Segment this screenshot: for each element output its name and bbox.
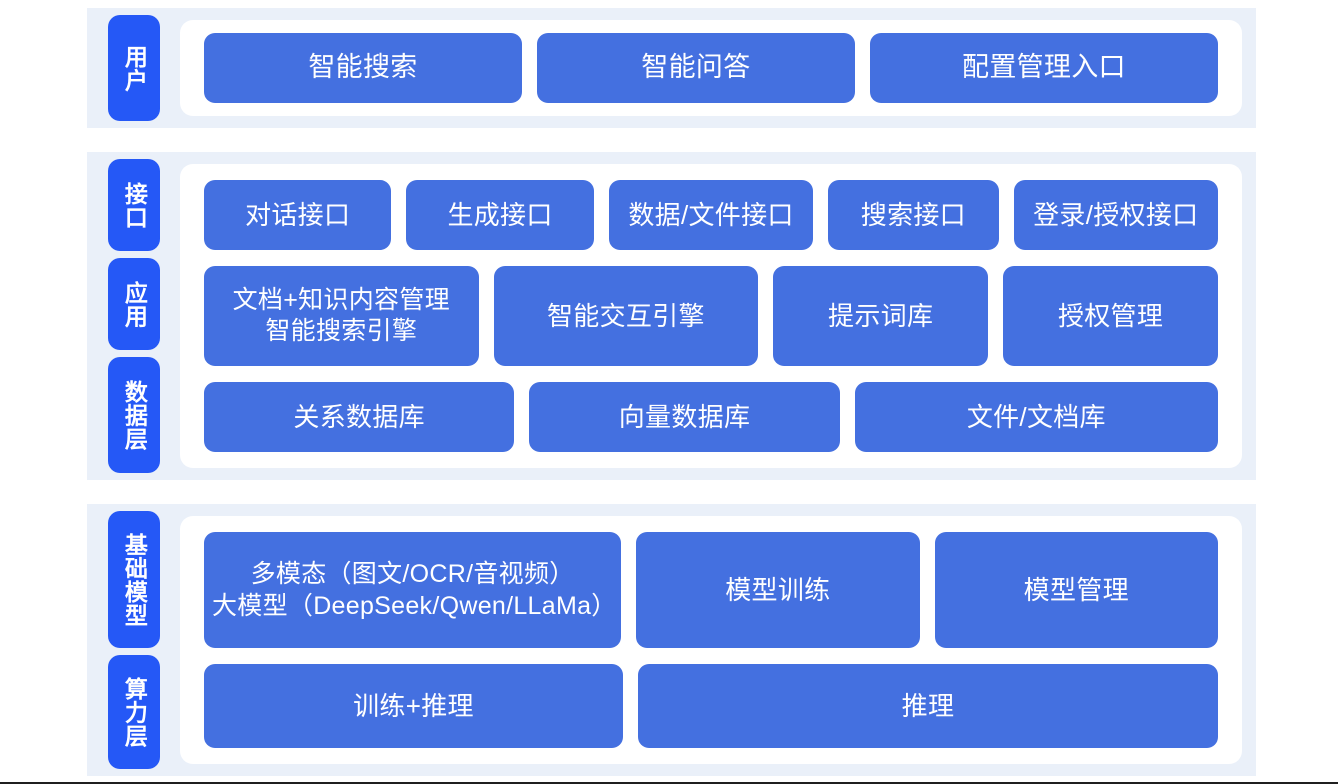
layer-label-interface: 接口 xyxy=(107,159,160,252)
box-dialog-api[interactable]: 对话接口 xyxy=(204,180,392,251)
section-middle-label-column: 接口 应用 数据层 xyxy=(87,152,180,480)
box-search-api[interactable]: 搜索接口 xyxy=(828,180,999,251)
layer-label-application: 应用 xyxy=(107,258,160,351)
box-data-file-api[interactable]: 数据/文件接口 xyxy=(608,180,814,251)
section-base-card: 多模态（图文/OCR/音视频） 大模型（DeepSeek/Qwen/LLaMa）… xyxy=(180,516,1242,764)
page-bottom-rule xyxy=(0,782,1338,784)
box-multimodal-large-model[interactable]: 多模态（图文/OCR/音视频） 大模型（DeepSeek/Qwen/LLaMa） xyxy=(204,532,622,648)
box-intelligent-interaction-engine[interactable]: 智能交互引擎 xyxy=(493,266,759,366)
box-model-management[interactable]: 模型管理 xyxy=(934,532,1218,648)
section-user-label-column: 用户 xyxy=(87,8,180,128)
box-prompt-library[interactable]: 提示词库 xyxy=(773,266,989,366)
box-model-training[interactable]: 模型训练 xyxy=(636,532,920,648)
section-user-card: 智能搜索 智能问答 配置管理入口 xyxy=(180,20,1242,116)
model-row: 多模态（图文/OCR/音视频） 大模型（DeepSeek/Qwen/LLaMa）… xyxy=(204,532,1218,648)
box-relational-database[interactable]: 关系数据库 xyxy=(204,381,515,452)
box-file-document-store[interactable]: 文件/文档库 xyxy=(854,381,1219,452)
box-training-plus-inference[interactable]: 训练+推理 xyxy=(204,663,623,749)
section-base: 基础模型 算力层 多模态（图文/OCR/音视频） 大模型（DeepSeek/Qw… xyxy=(87,504,1256,776)
box-authorization-management[interactable]: 授权管理 xyxy=(1003,266,1219,366)
layer-label-user: 用户 xyxy=(107,15,160,121)
layer-label-compute: 算力层 xyxy=(107,655,160,769)
box-doc-knowledge-management[interactable]: 文档+知识内容管理 智能搜索引擎 xyxy=(204,266,479,366)
box-config-management-entry[interactable]: 配置管理入口 xyxy=(869,33,1218,103)
application-row: 文档+知识内容管理 智能搜索引擎 智能交互引擎 提示词库 授权管理 xyxy=(204,266,1219,366)
data-row: 关系数据库 向量数据库 文件/文档库 xyxy=(204,381,1219,452)
interface-row: 对话接口 生成接口 数据/文件接口 搜索接口 登录/授权接口 xyxy=(204,180,1219,251)
box-intelligent-qa[interactable]: 智能问答 xyxy=(536,33,855,103)
section-middle-card: 对话接口 生成接口 数据/文件接口 搜索接口 登录/授权接口 文档+知识内容管理… xyxy=(180,164,1242,468)
compute-row: 训练+推理 推理 xyxy=(204,663,1218,749)
section-middle: 接口 应用 数据层 对话接口 生成接口 数据/文件接口 搜索接口 登录/授权接口… xyxy=(87,152,1256,480)
box-login-auth-api[interactable]: 登录/授权接口 xyxy=(1013,180,1219,251)
box-vector-database[interactable]: 向量数据库 xyxy=(529,381,840,452)
layer-label-data: 数据层 xyxy=(107,357,160,474)
box-inference[interactable]: 推理 xyxy=(637,663,1218,749)
box-intelligent-search[interactable]: 智能搜索 xyxy=(204,33,522,103)
section-user: 用户 智能搜索 智能问答 配置管理入口 xyxy=(87,8,1256,128)
section-base-label-column: 基础模型 算力层 xyxy=(87,504,180,776)
layer-label-foundation-model: 基础模型 xyxy=(107,511,160,649)
box-generation-api[interactable]: 生成接口 xyxy=(406,180,594,251)
user-row: 智能搜索 智能问答 配置管理入口 xyxy=(204,33,1218,103)
